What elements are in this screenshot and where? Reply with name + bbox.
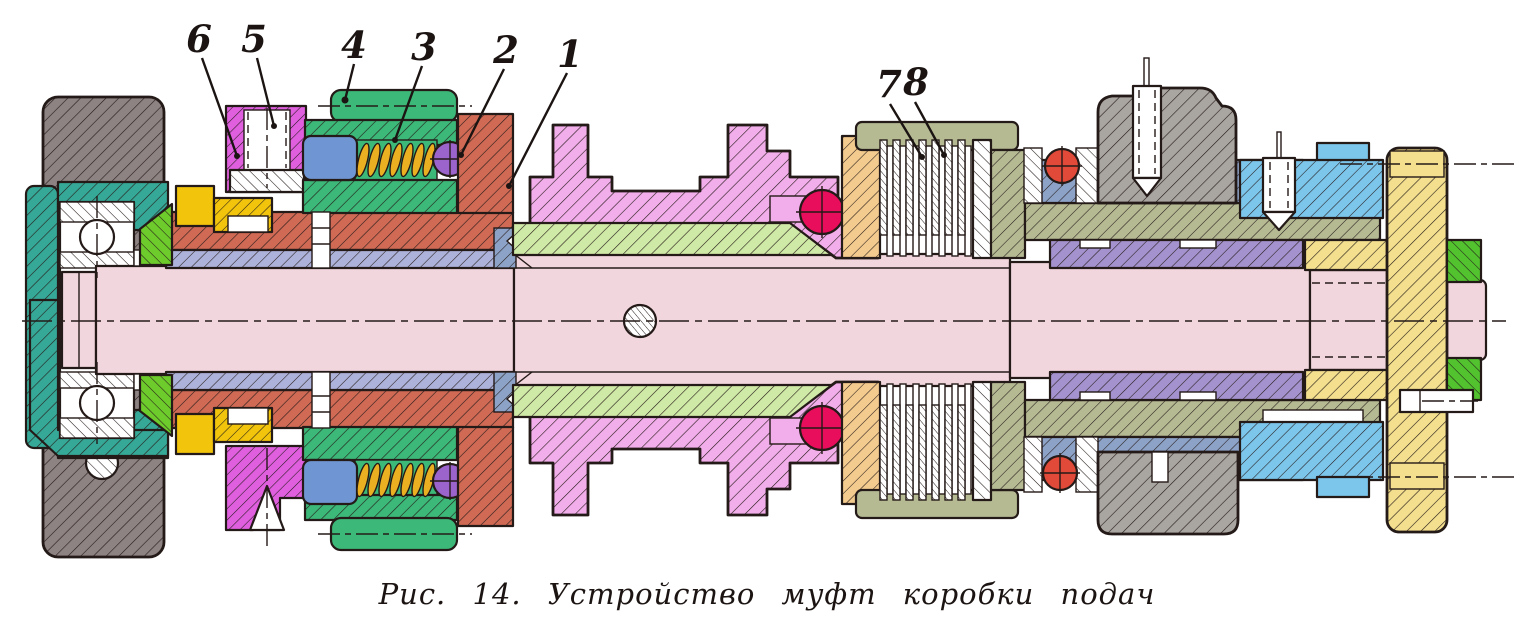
detent-balls-right	[1023, 146, 1099, 493]
figure-caption: Рис. 14. Устройство муфт коробки подач	[378, 577, 1156, 611]
disc-pack-bottom	[879, 380, 993, 502]
green-wedge	[138, 202, 174, 438]
pressure-wedges	[840, 134, 882, 506]
label-7: 7	[876, 62, 902, 106]
housing-block-top-right	[1096, 57, 1238, 205]
locknut	[224, 104, 308, 548]
disc-pack-top	[879, 138, 993, 260]
set-screw-top	[1131, 57, 1163, 198]
spring-top	[356, 142, 436, 178]
plunger-top	[301, 134, 359, 182]
label-4: 4	[341, 23, 367, 67]
label-5: 5	[241, 17, 267, 61]
set-screw-small-top	[1261, 131, 1297, 232]
blue-gear-top-right	[1238, 131, 1385, 232]
spring-plunger-assembly-bottom	[301, 371, 515, 552]
drum-hub-sleeves	[1023, 201, 1382, 439]
shaft-splined-section	[512, 252, 1012, 388]
label-3: 3	[411, 25, 437, 69]
plunger-bottom	[301, 458, 359, 506]
label-2: 2	[492, 28, 519, 72]
spline-sleeve-top	[1048, 238, 1305, 270]
blue-gear-bottom-right	[1238, 420, 1385, 499]
shaft-end-pin	[1398, 388, 1478, 414]
bolt-top	[311, 211, 331, 269]
engagement-balls	[796, 186, 848, 454]
gear-bushing-sleeve	[511, 221, 834, 419]
label-1: 1	[557, 32, 583, 76]
label-8: 8	[902, 60, 929, 104]
housing-block-bottom-right	[1096, 450, 1240, 536]
yellow-key-blocks	[174, 184, 274, 456]
bolt-bottom	[311, 371, 331, 429]
spring-plunger-assembly-top	[301, 88, 515, 269]
yellow-gear-right	[1303, 146, 1516, 534]
pressure-flange-top-left	[456, 112, 515, 215]
spring-bottom	[356, 462, 436, 498]
pressure-flange-bottom-left	[456, 425, 515, 528]
callouts: 6 5 4 3 2 1 7 8	[186, 17, 947, 189]
shaft	[60, 252, 1488, 388]
label-6: 6	[186, 17, 212, 61]
